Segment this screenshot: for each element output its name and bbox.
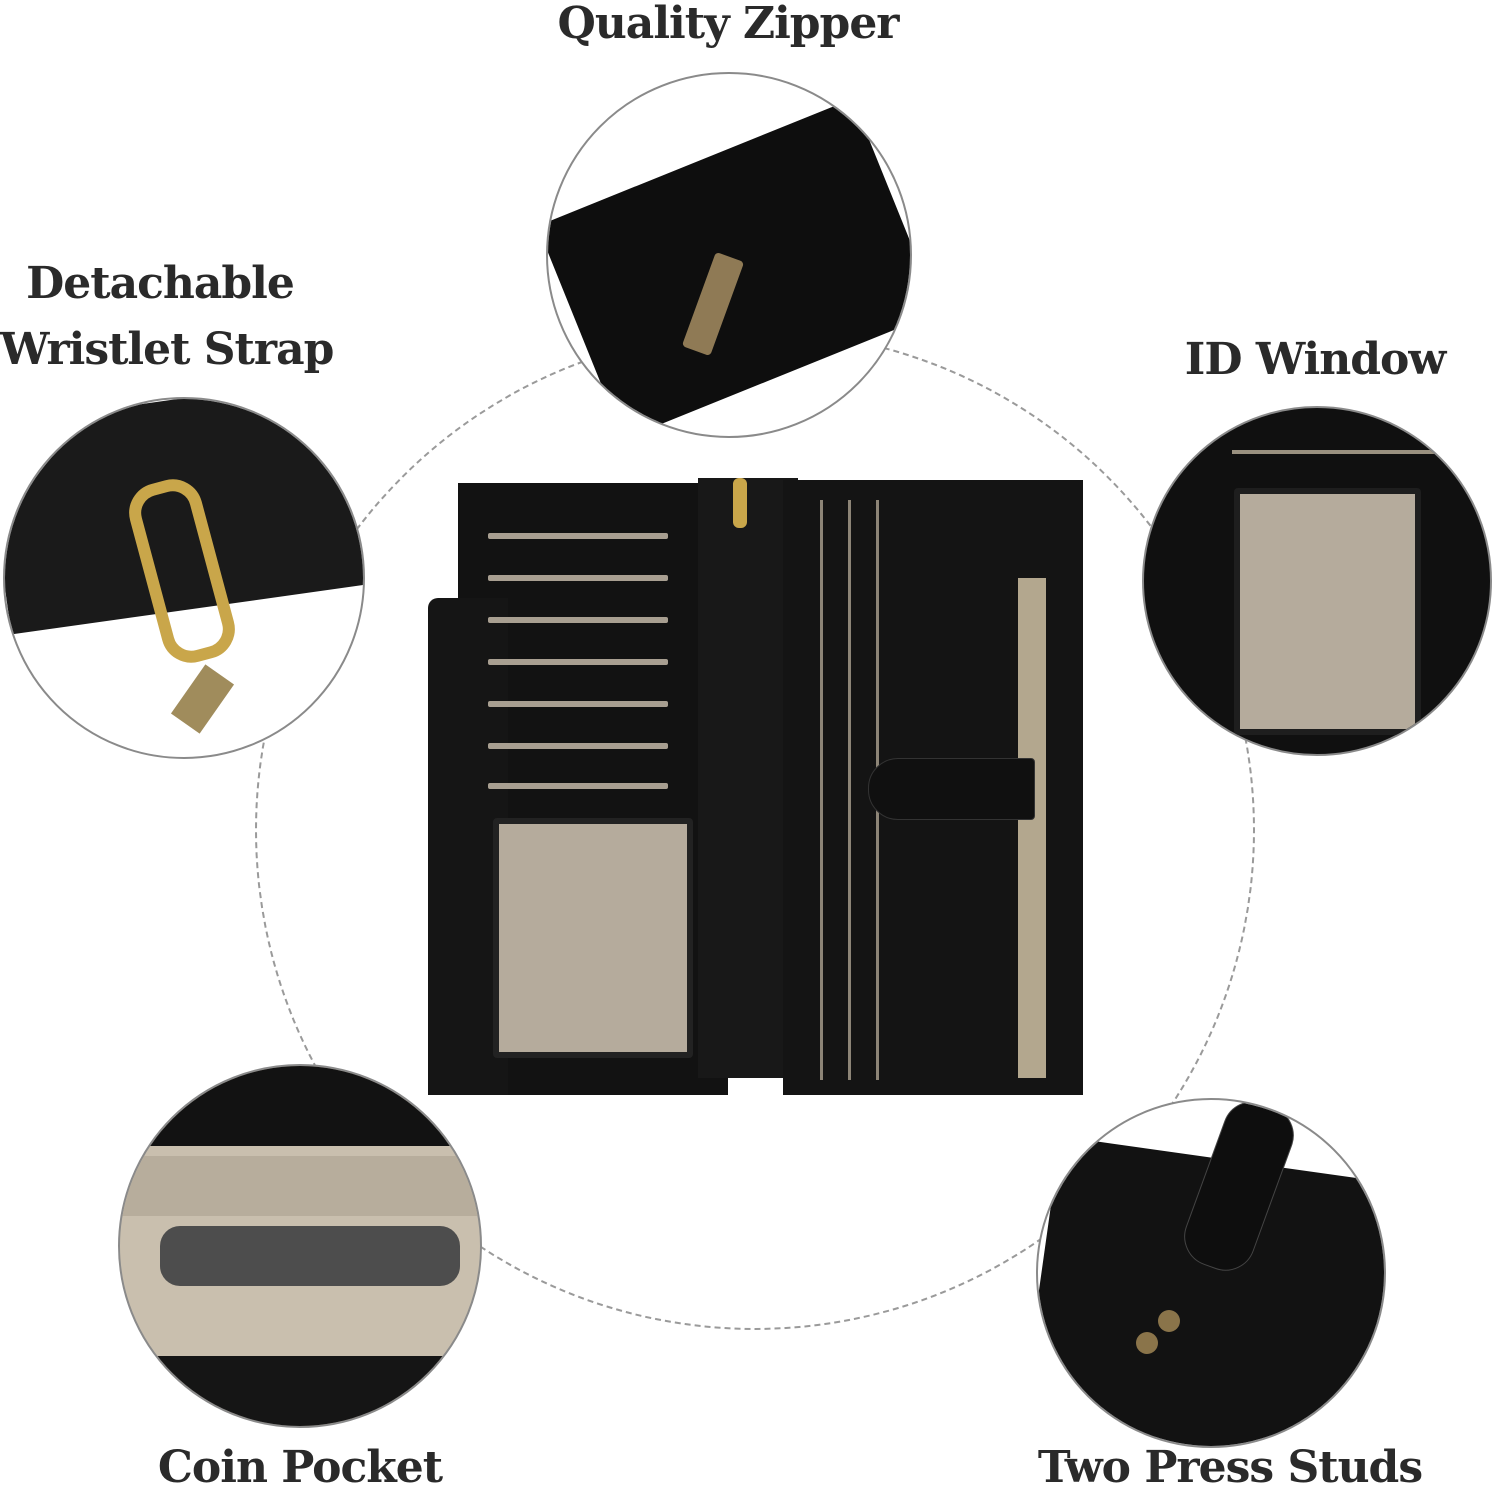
wallet-center-gusset bbox=[698, 478, 798, 1078]
snap-tab bbox=[868, 758, 1035, 820]
label-quality-zipper: Quality Zipper bbox=[557, 0, 899, 49]
label-two-press-studs: Two Press Studs bbox=[1037, 1442, 1423, 1493]
label-coin-pocket: Coin Pocket bbox=[157, 1442, 443, 1493]
label-detachable: Detachable bbox=[26, 258, 295, 309]
id-window-detail-image bbox=[1142, 406, 1492, 756]
wristlet-strap-detail-image bbox=[3, 397, 365, 759]
label-wristlet-strap: Wristlet Strap bbox=[0, 324, 334, 375]
wallet-lining bbox=[1018, 578, 1046, 1078]
wallet-main-image bbox=[428, 478, 1088, 1103]
press-studs-detail-image bbox=[1036, 1098, 1386, 1448]
id-window bbox=[493, 818, 693, 1058]
coin-pocket-detail-image bbox=[118, 1064, 482, 1428]
strap-eyelet bbox=[733, 478, 747, 528]
zipper-detail-image bbox=[546, 72, 912, 438]
label-id-window: ID Window bbox=[1184, 334, 1446, 385]
